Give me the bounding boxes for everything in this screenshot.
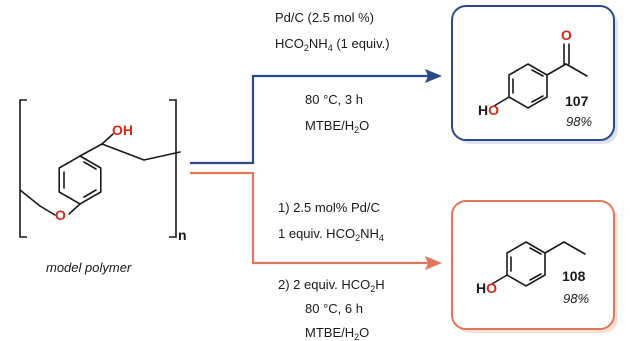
top-arrow-line — [190, 74, 428, 165]
product-108-box-border — [451, 200, 615, 330]
product-108-hydroxyl: HO — [476, 280, 497, 296]
polymer-end-bond — [19, 189, 41, 207]
bottom-arrow-head — [425, 256, 442, 270]
polymer-hydroxyl-oxygen: OH — [112, 122, 133, 138]
bottom-arrow-line — [190, 171, 428, 265]
polymer-choh-to-oh-bond — [101, 133, 114, 145]
product-107-ring-double-bond — [531, 95, 544, 103]
product-107-box: O HO 107 98% — [451, 5, 618, 144]
product-108-box: HO 108 98% — [451, 200, 618, 333]
polymer-ether-oxygen: O — [55, 207, 66, 223]
bottom-step1-line-1: 1) 2.5 mol% Pd/C — [278, 200, 380, 215]
model-polymer: O OH n model polymer — [19, 99, 187, 275]
polymer-o-to-end-bond — [39, 205, 56, 216]
bottom-conditions: 1) 2.5 mol% Pd/C 1 equiv. HCO2NH4 2) 2 e… — [278, 200, 385, 341]
polymer-caption: model polymer — [46, 260, 132, 275]
top-arrow-head — [425, 69, 442, 83]
product-107-methyl-bond — [565, 63, 588, 77]
polymer-ring-to-o-bond — [68, 203, 81, 215]
right-bracket — [169, 99, 177, 238]
product-108-number: 108 — [562, 268, 586, 284]
polymer-ring-double-bond — [83, 161, 97, 170]
product-107-hydroxyl: HO — [478, 102, 499, 118]
polymer-ring-double-bond — [83, 189, 97, 198]
top-arrow — [190, 69, 442, 165]
polymer-ch2-to-end-bond — [143, 151, 181, 161]
top-solvent: MTBE/H2O — [305, 118, 369, 135]
product-107-number: 107 — [565, 93, 589, 109]
left-bracket — [19, 99, 27, 238]
product-107-carbonyl-oxygen: O — [561, 27, 572, 43]
polymer-benzene-ring — [58, 155, 102, 205]
bottom-arrow — [190, 171, 442, 270]
top-reagent-line-2: HCO2NH4 (1 equiv.) — [275, 36, 390, 53]
product-107-yield: 98% — [566, 114, 592, 129]
product-108-yield: 98% — [563, 291, 589, 306]
polymer-ring-to-choh-bond — [79, 143, 103, 157]
product-108-ring-to-ch2-bond — [544, 241, 565, 254]
bottom-step2-line-2: 80 °C, 6 h — [305, 301, 363, 316]
product-107-box-border — [451, 5, 615, 141]
bottom-step2-line-1: 2) 2 equiv. HCO2H — [278, 277, 385, 294]
product-107-ring-to-carbonyl-bond — [546, 63, 567, 76]
polymer-choh-to-ch2-bond — [101, 143, 145, 161]
bottom-step1-line-2: 1 equiv. HCO2NH4 — [278, 226, 384, 243]
product-108-ring-to-oh-bond — [491, 274, 508, 285]
bottom-solvent: MTBE/H2O — [305, 325, 369, 341]
product-108-ring-double-bond — [529, 273, 542, 281]
product-108-ethyl-bond — [563, 241, 586, 255]
polymer-repeat-n: n — [178, 227, 187, 243]
top-conditions: Pd/C (2.5 mol %) HCO2NH4 (1 equiv.) 80 °… — [275, 10, 390, 135]
product-108-ring-double-bond — [529, 247, 542, 255]
top-reagent-line-1: Pd/C (2.5 mol %) — [275, 10, 374, 25]
product-107-ring-double-bond — [531, 69, 544, 77]
top-condition-temp-time: 80 °C, 3 h — [305, 92, 363, 107]
product-107-ring-to-oh-bond — [493, 96, 510, 107]
